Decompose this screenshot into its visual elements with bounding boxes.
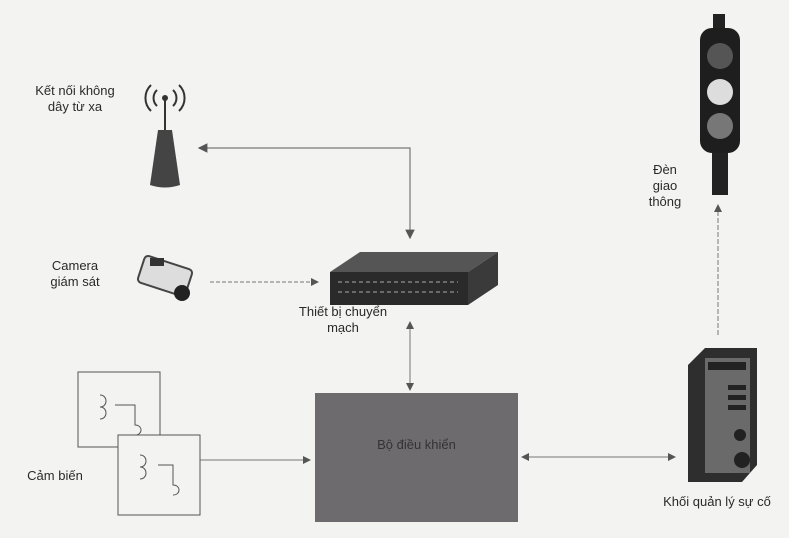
traffic-light-label: Đèn giao thông [648, 162, 682, 209]
incident-label: Khối quản lý sự cố [663, 494, 771, 509]
network-switch-icon [330, 252, 498, 305]
wireless-label: Kết nối không dây từ xa [35, 83, 115, 114]
antenna-icon [144, 84, 186, 188]
sensor-icon [77, 371, 201, 516]
wireless-switch-connector [197, 143, 415, 240]
sensor-label: Cảm biến [27, 468, 83, 483]
camera-label: Camera giám sát [50, 258, 100, 289]
camera-icon [136, 255, 194, 301]
traffic-light-icon [700, 14, 740, 195]
controller-label: Bộ điều khiển [377, 437, 456, 452]
switch-label: Thiết bị chuyển mạch [298, 304, 388, 335]
incident-management-unit-icon [688, 348, 757, 482]
controller-box: Bộ điều khiển [315, 393, 518, 522]
